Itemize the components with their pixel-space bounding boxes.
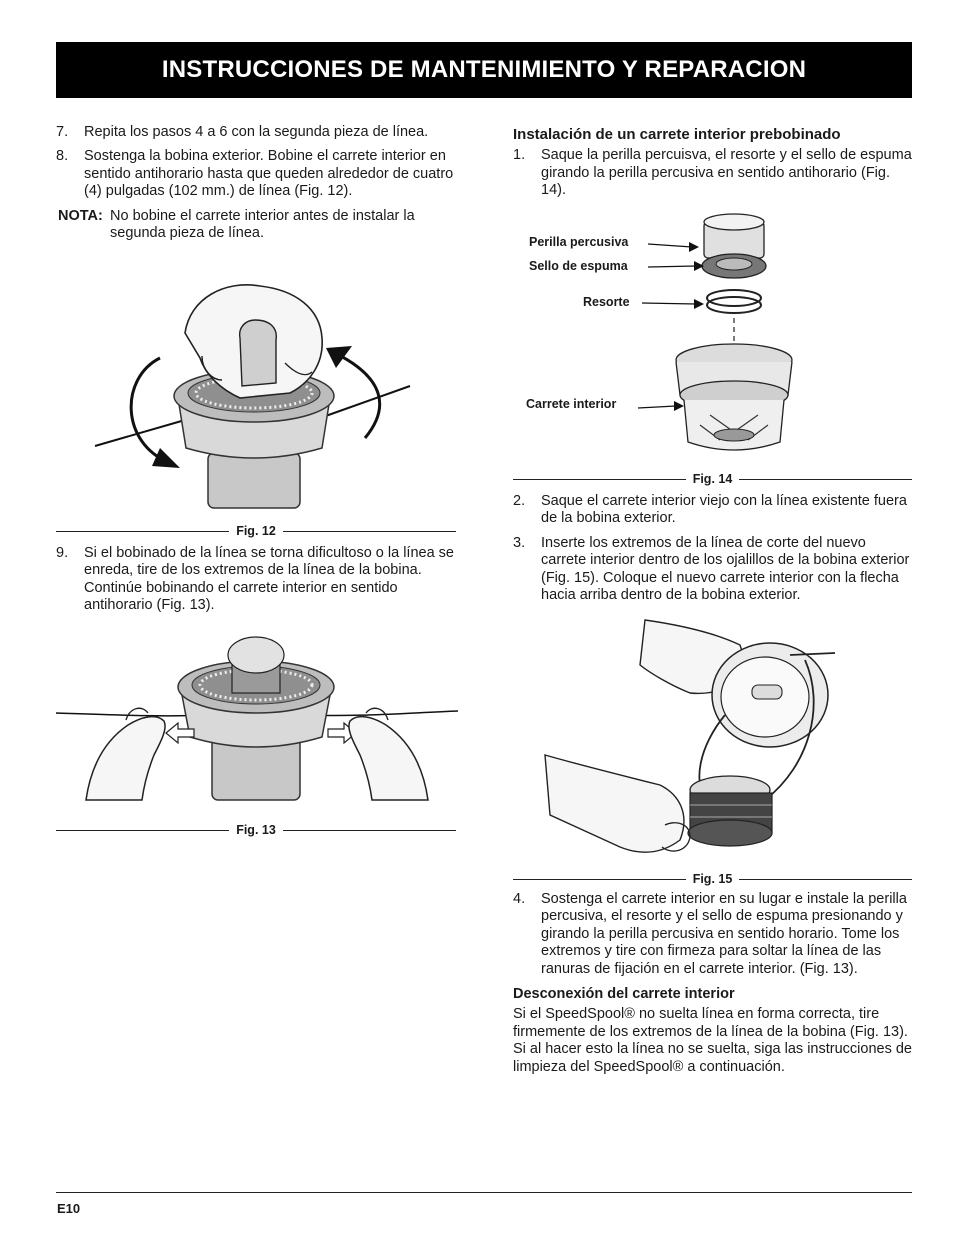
- right-column-middle: 2. Saque el carrete interior viejo con l…: [513, 493, 912, 611]
- fig-14-illustration: [675, 213, 793, 451]
- caption-rule: [739, 478, 912, 480]
- header-bar: INSTRUCCIONES DE MANTENIMIENTO Y REPARAC…: [56, 42, 912, 98]
- step-7: 7. Repita los pasos 4 a 6 con la segunda…: [56, 124, 458, 141]
- step-3: 3. Inserte los extremos de la línea de c…: [513, 535, 912, 605]
- fig-12-caption: Fig. 12: [56, 524, 456, 538]
- step-number: 2.: [513, 493, 526, 509]
- caption-text: Fig. 13: [236, 823, 276, 837]
- fig-15-caption: Fig. 15: [513, 872, 912, 886]
- caption-rule: [56, 530, 230, 532]
- section-subheading: Desconexión del carrete interior: [513, 986, 735, 1003]
- note-label: NOTA:: [58, 207, 103, 224]
- body-paragraph: Si el SpeedSpool® no suelta línea en for…: [513, 1006, 912, 1075]
- caption-text: Fig. 12: [236, 524, 276, 538]
- fig-13-caption: Fig. 13: [56, 823, 456, 837]
- step-2: 2. Saque el carrete interior viejo con l…: [513, 493, 912, 528]
- caption-rule: [282, 829, 456, 831]
- note: NOTA: No bobine el carrete interior ante…: [56, 208, 458, 243]
- step-text: Sostenga el carrete interior en su lugar…: [541, 891, 907, 977]
- step-number: 1.: [513, 147, 526, 164]
- caption-rule: [739, 878, 912, 880]
- left-column-middle: 9. Si el bobinado de la línea se torna d…: [56, 545, 458, 622]
- section-heading: Instalación de un carrete interior prebo…: [513, 126, 841, 143]
- label-seal: Sello de espuma: [529, 259, 628, 273]
- right-column-top: Instalación de un carrete interior prebo…: [513, 124, 912, 207]
- fig-14-caption: Fig. 14: [513, 472, 912, 486]
- step-9: 9. Si el bobinado de la línea se torna d…: [56, 545, 458, 615]
- label-spool: Carrete interior: [526, 397, 617, 411]
- step-text: Sostenga la bobina exterior. Bobine el c…: [84, 148, 454, 200]
- step-number: 7.: [56, 124, 69, 140]
- caption-text: Fig. 14: [692, 472, 733, 486]
- note-text: No bobine el carrete interior antes de i…: [110, 207, 415, 242]
- step-number: 9.: [56, 545, 69, 561]
- footer-rule: [56, 1192, 912, 1193]
- step-4: 4. Sostenga el carrete interior en su lu…: [513, 891, 912, 978]
- caption-rule: [282, 530, 456, 532]
- fig-15-illustration: [544, 619, 836, 854]
- step-text: Saque el carrete interior viejo con la l…: [541, 493, 907, 527]
- step-number: 3.: [513, 534, 526, 551]
- step-text: Si el bobinado de la línea se torna difi…: [84, 545, 454, 614]
- page-title: INSTRUCCIONES DE MANTENIMIENTO Y REPARAC…: [161, 56, 807, 83]
- caption-rule: [513, 878, 686, 880]
- caption-rule: [56, 829, 230, 831]
- step-1: 1. Saque la perilla percuisva, el resort…: [513, 147, 912, 199]
- step-8: 8. Sostenga la bobina exterior. Bobine e…: [56, 148, 458, 200]
- label-spring: Resorte: [583, 295, 630, 309]
- callout-arrows: [637, 242, 704, 411]
- fig-13-illustration: [56, 636, 458, 801]
- fig-12-illustration: [94, 284, 411, 509]
- caption-rule: [513, 478, 686, 480]
- left-column-top: 7. Repita los pasos 4 a 6 con la segunda…: [56, 124, 458, 249]
- step-number: 8.: [56, 148, 69, 165]
- step-text: Inserte los extremos de la línea de cort…: [541, 534, 910, 604]
- right-column-bottom: 4. Sostenga el carrete interior en su lu…: [513, 891, 912, 1076]
- caption-text: Fig. 15: [692, 872, 733, 886]
- page-number: E10: [57, 1201, 81, 1216]
- step-number: 4.: [513, 891, 526, 907]
- step-text: Repita los pasos 4 a 6 con la segunda pi…: [84, 124, 429, 140]
- label-knob: Perilla percusiva: [529, 235, 629, 249]
- step-text: Saque la perilla percuisva, el resorte y…: [541, 147, 912, 199]
